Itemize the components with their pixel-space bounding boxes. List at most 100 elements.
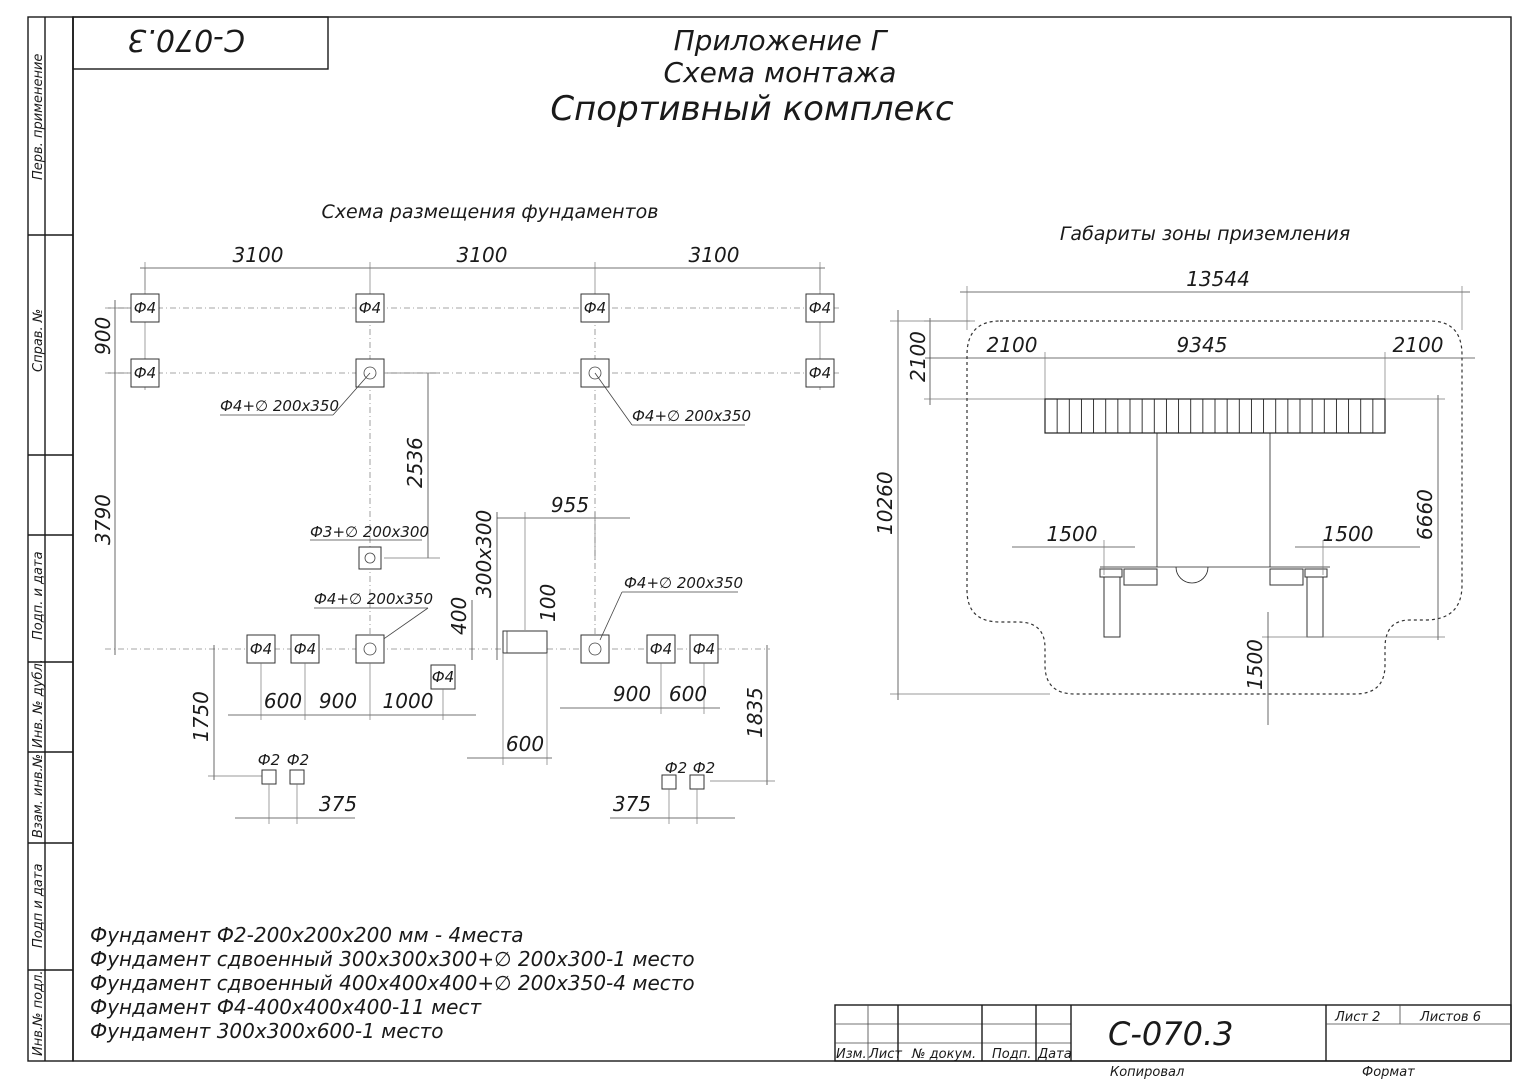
- f4-row2-1: Ф4: [130, 358, 160, 388]
- bench-right: [1269, 568, 1304, 586]
- dim-600-block: 600: [506, 732, 544, 756]
- dim-1500-bottom: 1500: [1243, 639, 1267, 690]
- side-label-vzam: Взам. инв.№: [31, 754, 46, 838]
- svg-text:Ф4: Ф4: [134, 299, 156, 317]
- f4-bottom-6: Ф4: [689, 634, 719, 664]
- svg-text:Ф4: Ф4: [359, 299, 381, 317]
- svg-text:Ф2: Ф2: [665, 759, 687, 777]
- callout-c: Ф3+∅ 200x300: [310, 523, 429, 541]
- f2-left-2: Ф2: [287, 751, 309, 785]
- foundations-plan: Схема размещения фундаментов 3100 3100 3…: [91, 201, 840, 824]
- f4-post-bottom-b: [580, 634, 610, 664]
- dim-top-3: 3100: [689, 243, 740, 267]
- tb-col-date: Дата: [1037, 1047, 1072, 1062]
- bench-post-left: [1103, 576, 1121, 638]
- f4-bottom-2: Ф4: [290, 634, 320, 664]
- svg-text:Ф4: Ф4: [809, 299, 831, 317]
- f4-top-2: Ф4: [355, 293, 385, 323]
- f4-post-row2-a: [355, 358, 385, 388]
- dim-2536: 2536: [403, 437, 427, 488]
- dim-300x300: 300x300: [472, 510, 496, 598]
- bench-left: [1123, 568, 1158, 586]
- svg-text:Ф4: Ф4: [294, 640, 316, 658]
- dim-2100-right: 2100: [1393, 333, 1444, 357]
- f3-post: [358, 546, 382, 570]
- tb-copied: Копировал: [1110, 1065, 1184, 1080]
- dim-bl-900: 900: [319, 689, 357, 713]
- dim-bl-1000: 1000: [383, 689, 434, 713]
- dim-955: 955: [551, 493, 589, 517]
- dim-10260: 10260: [873, 471, 897, 535]
- svg-text:Ф4: Ф4: [432, 668, 454, 686]
- tb-col-doc: № докум.: [911, 1047, 976, 1062]
- legend-item-5: Фундамент 300x300x600-1 место: [90, 1019, 443, 1043]
- f4-top-1: Ф4: [130, 293, 160, 323]
- side-label-inv-dubl: Инв. № дубл.: [31, 659, 46, 748]
- side-label-inv-podl: Инв.№ подл.: [31, 970, 46, 1056]
- dim-375-left: 375: [319, 792, 357, 816]
- dim-br-600: 600: [669, 682, 707, 706]
- title-line1: Приложение Г: [674, 24, 889, 57]
- callout-b: Ф4+∅ 200x350: [632, 407, 751, 425]
- svg-text:Ф4: Ф4: [650, 640, 672, 658]
- dim-1835: 1835: [743, 687, 767, 738]
- block-300x300x600: [502, 630, 548, 654]
- tb-format: Формат: [1362, 1065, 1415, 1080]
- corner-code: С-070.3: [127, 22, 245, 57]
- callout-a: Ф4+∅ 200x350: [220, 397, 339, 415]
- legend: Фундамент Ф2-200x200x200 мм - 4места Фун…: [90, 923, 695, 1043]
- zone-title: Габариты зоны приземления: [1060, 223, 1350, 245]
- svg-text:Ф4: Ф4: [693, 640, 715, 658]
- side-strip: [27, 16, 74, 1062]
- f2-right-2: Ф2: [689, 759, 715, 790]
- landing-zone-outline: [966, 320, 1463, 695]
- dim-2100-left: 2100: [987, 333, 1038, 357]
- side-label-perv: Перв. применение: [31, 54, 46, 180]
- side-label-podp1: Подп. и дата: [31, 551, 46, 640]
- ladder-rungs: [1056, 399, 1374, 433]
- side-label-sprav: Справ. №: [31, 309, 46, 372]
- callout-d: Ф4+∅ 200x350: [314, 590, 433, 608]
- legend-item-2: Фундамент сдвоенный 300x300x300+∅ 200x30…: [90, 947, 695, 971]
- f4-bottom-5: Ф4: [646, 634, 676, 664]
- tb-code: С-070.3: [1108, 1015, 1234, 1053]
- svg-text:Ф4: Ф4: [134, 364, 156, 382]
- svg-text:Ф2: Ф2: [287, 751, 309, 769]
- dim-100: 100: [536, 584, 560, 622]
- dim-375-right: 375: [613, 792, 651, 816]
- legend-item-3: Фундамент сдвоенный 400x400x400+∅ 200x35…: [90, 971, 695, 995]
- dim-br-900: 900: [613, 682, 651, 706]
- dim-1500-left: 1500: [1047, 522, 1098, 546]
- tb-col-izm: Изм.: [836, 1047, 867, 1062]
- dim-900-left: 900: [91, 317, 115, 355]
- dim-top-1: 3100: [233, 243, 284, 267]
- tb-col-list: Лист: [868, 1047, 902, 1062]
- dim-bl-600: 600: [264, 689, 302, 713]
- tb-col-sign: Подп.: [992, 1047, 1031, 1062]
- f4-bottom-1: Ф4: [246, 634, 276, 664]
- f2-right-1: Ф2: [661, 759, 687, 790]
- plan-title: Схема размещения фундаментов: [322, 201, 659, 223]
- side-label-podp2: Подп и дата: [31, 864, 46, 948]
- title-line3: Спортивный комплекс: [550, 89, 954, 129]
- svg-text:Ф4: Ф4: [809, 364, 831, 382]
- bench-post-right: [1306, 576, 1324, 638]
- dim-1750: 1750: [189, 691, 213, 742]
- svg-text:Ф4: Ф4: [584, 299, 606, 317]
- dim-top-2: 3100: [457, 243, 508, 267]
- dim-6660: 6660: [1413, 489, 1437, 540]
- dim-3790: 3790: [91, 494, 115, 545]
- f4-offset: Ф4: [430, 664, 456, 690]
- landing-zone: Габариты зоны приземления 13544 2100 934…: [873, 223, 1475, 725]
- svg-text:Ф4: Ф4: [250, 640, 272, 658]
- legend-item-4: Фундамент Ф4-400x400x400-11 мест: [90, 995, 482, 1019]
- corner-code-box: [72, 16, 329, 70]
- climbing-arc: [1175, 566, 1209, 584]
- dim-2100-vertical: 2100: [906, 331, 930, 382]
- tb-sheets: Листов 6: [1419, 1010, 1481, 1025]
- dim-13544: 13544: [1186, 267, 1250, 291]
- dim-400: 400: [447, 597, 471, 635]
- title-line2: Схема монтажа: [664, 56, 897, 89]
- title-block: Изм. Лист № докум. Подп. Дата С-070.3 Ли…: [834, 1004, 1512, 1080]
